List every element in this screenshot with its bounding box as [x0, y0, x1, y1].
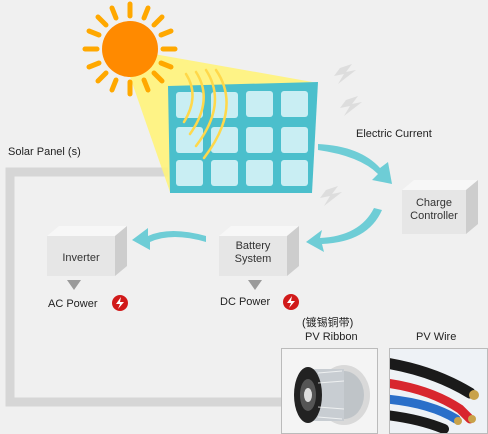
light-arcs	[182, 68, 228, 160]
power-bolt-icon	[112, 295, 128, 311]
lightning-icon	[320, 64, 362, 206]
solar-panel-label: Solar Panel (s)	[8, 146, 81, 158]
pv-ribbon-photo	[281, 348, 378, 434]
inverter-label: Inverter	[62, 252, 100, 264]
power-bolt-icon	[283, 294, 299, 310]
pv-ribbon-label: PV Ribbon	[305, 331, 358, 343]
ac-power-label: AC Power	[48, 298, 98, 310]
battery-system-box	[219, 226, 299, 290]
flow-arrow-icon	[132, 144, 392, 252]
charge-controller-label: Charge Controller	[410, 197, 458, 222]
pv-wire-label: PV Wire	[416, 331, 457, 343]
solar-panel	[168, 82, 318, 193]
pv-wire-photo	[389, 348, 488, 434]
down-arrow-icon	[248, 280, 262, 290]
down-arrow-icon	[67, 280, 81, 290]
charge-controller-box	[402, 180, 478, 234]
dc-power-label: DC Power	[220, 296, 271, 308]
sun-icon	[82, 1, 178, 97]
inverter-box	[47, 226, 127, 290]
electric-current-label: Electric Current	[356, 128, 432, 140]
battery-system-label: Battery System	[234, 240, 272, 265]
pv-ribbon-chinese-label: (镀锡铜带)	[302, 317, 354, 329]
wire-loop	[5, 167, 290, 407]
